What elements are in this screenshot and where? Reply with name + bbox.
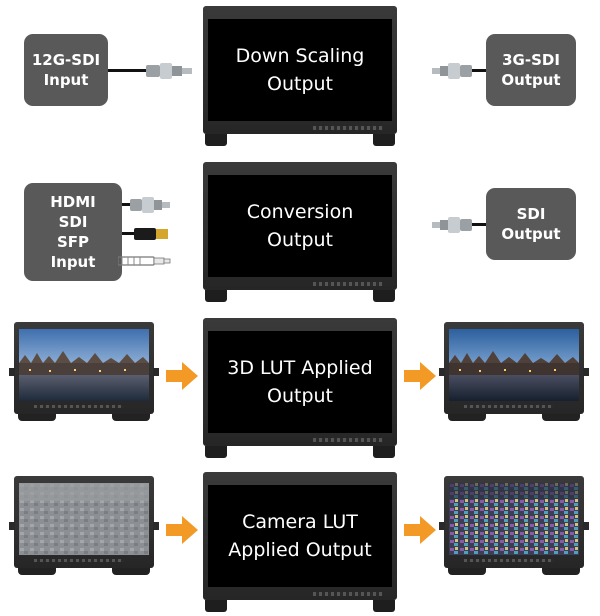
output-label-line: Output (501, 225, 561, 243)
monitor-screen: Down Scaling Output (208, 19, 392, 121)
arrow-right-icon (404, 362, 436, 390)
input-label-line: SDI (58, 213, 88, 231)
monitor-screen: Camera LUT Applied Output (208, 485, 392, 587)
source-monitor-log (9, 476, 159, 576)
monitor-conversion: Conversion Output (203, 162, 397, 302)
monitor-caption: Output (267, 73, 333, 95)
output-box-3g-sdi: 3G-SDI Output (486, 34, 576, 106)
monitor-caption: Down Scaling (235, 45, 365, 67)
input-label-line: HDMI (50, 193, 96, 211)
result-monitor-graded (439, 476, 589, 576)
monitor-screen: 3D LUT Applied Output (208, 331, 392, 433)
sdi-connector-icon (432, 217, 486, 233)
monitor-down-scaling: Down Scaling Output (203, 6, 397, 146)
monitor-caption: Output (267, 229, 333, 251)
monitor-3d-lut: 3D LUT Applied Output (203, 318, 397, 458)
input-label-line: Input (50, 253, 96, 271)
monitor-caption: 3D LUT Applied (227, 357, 373, 379)
sdi-connector-icon (432, 63, 486, 79)
sdi-connector-icon (122, 197, 170, 213)
monitor-caption: Output (267, 385, 333, 407)
monitor-caption: Applied Output (228, 539, 372, 561)
input-box-12g-sdi: 12G-SDI Input (24, 34, 108, 106)
city-image (19, 329, 149, 401)
output-label-line: 3G-SDI (502, 51, 560, 69)
result-monitor-city (439, 322, 589, 422)
monitor-screen: Conversion Output (208, 175, 392, 277)
arrow-right-icon (166, 362, 198, 390)
output-box-sdi: SDI Output (486, 188, 576, 260)
graded-footage-image (449, 483, 579, 555)
city-image (449, 329, 579, 401)
monitor-caption: Conversion (246, 201, 354, 223)
log-footage-image (19, 483, 149, 555)
arrow-right-icon (166, 516, 198, 544)
hdmi-connector-icon (122, 228, 168, 240)
input-label-line: 12G-SDI (31, 51, 101, 69)
input-label-line: SFP (56, 233, 90, 251)
output-label-line: SDI (516, 205, 546, 223)
output-label-line: Output (501, 71, 561, 89)
input-label-line: Input (43, 71, 89, 89)
input-box-hdmi-sdi-sfp: HDMI SDI SFP Input (24, 183, 122, 281)
source-monitor-city (9, 322, 159, 422)
monitor-camera-lut: Camera LUT Applied Output (203, 472, 397, 612)
arrow-right-icon (404, 516, 436, 544)
sfp-connector-icon (118, 256, 171, 266)
monitor-caption: Camera LUT (242, 511, 358, 533)
sdi-connector-icon (108, 63, 192, 79)
